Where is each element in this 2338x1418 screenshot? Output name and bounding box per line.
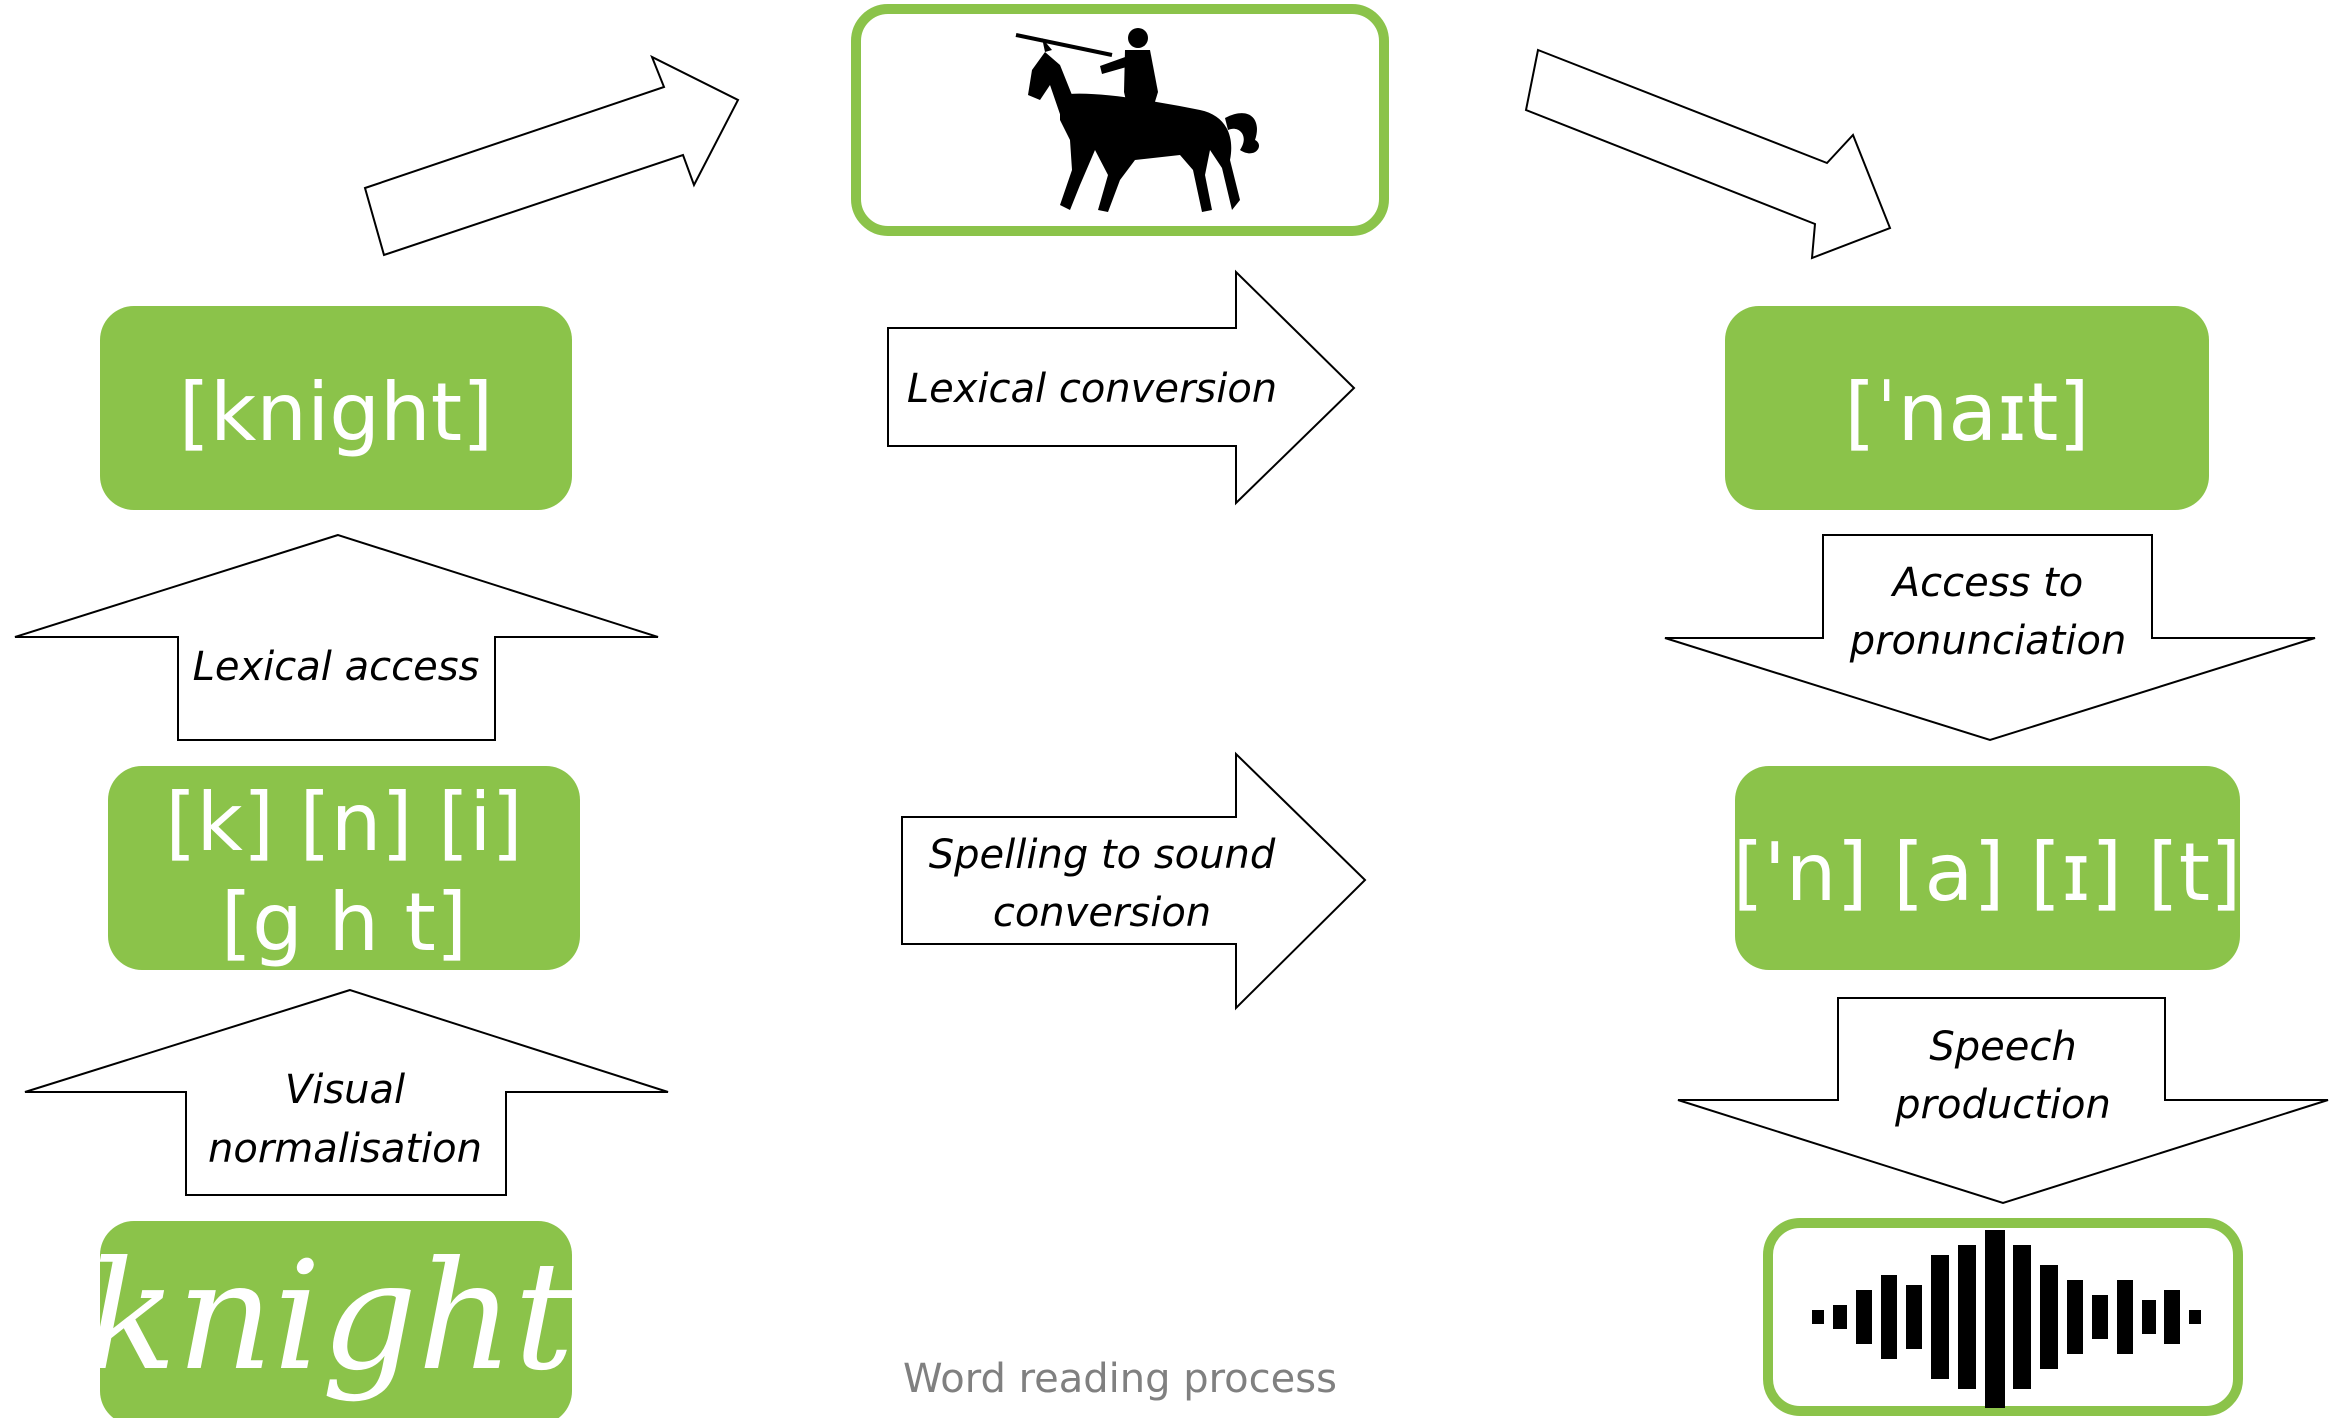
knight-horse-icon [1015,28,1260,212]
diagram-caption: Word reading process [903,1356,1337,1402]
visual-normalisation-line-2: normalisation [208,1126,482,1172]
diagonal-arrow-up-right [363,54,740,257]
spelling-to-sound-arrow: Spelling to sound conversion [901,751,1367,1011]
knight-picture-box [851,4,1389,236]
lexical-conversion-label: Lexical conversion [907,366,1277,412]
lexical-conversion-arrow: Lexical conversion [887,269,1356,506]
speech-production-line-1: Speech [1929,1024,2076,1070]
sound-wave-icon [1812,1230,2201,1408]
access-to-pronunciation-arrow: Access to pronunciation [1664,534,2316,742]
lexical-access-label: Lexical access [193,644,480,690]
visual-normalisation-arrow: Visual normalisation [24,988,669,1196]
speech-production-line-2: production [1894,1082,2111,1128]
access-to-pronunciation-line-2: pronunciation [1849,618,2127,664]
spelling-to-sound-line-1: Spelling to sound [929,832,1276,878]
spelling-to-sound-line-2: conversion [993,890,1211,936]
sound-wave-box [1763,1218,2243,1416]
access-to-pronunciation-line-1: Access to [1890,560,2084,606]
phonemes-text: ['n] [a] [ɪ] [t] [1733,826,2242,919]
speech-production-arrow: Speech production [1677,997,2329,1205]
word-bracket-text: [knight] [179,366,494,459]
visual-normalisation-line-1: Visual [285,1067,405,1113]
letters-line-1: [k] [n] [i] [165,776,522,869]
letters-box: [k] [n] [i] [g h t] [108,766,580,970]
diagonal-arrow-down-right [1524,48,1892,260]
phonemes-box: ['n] [a] [ɪ] [t] [1733,766,2242,970]
ipa-word-text: [ˈnaɪt] [1844,366,2089,459]
word-bracket-box: [knight] [100,306,572,510]
lexical-access-arrow: Lexical access [14,533,659,741]
handwritten-word-text: knight [86,1230,575,1404]
handwritten-word-box: knight [86,1221,575,1418]
letters-line-2: [g h t] [221,876,467,969]
ipa-word-box: [ˈnaɪt] [1725,306,2209,510]
